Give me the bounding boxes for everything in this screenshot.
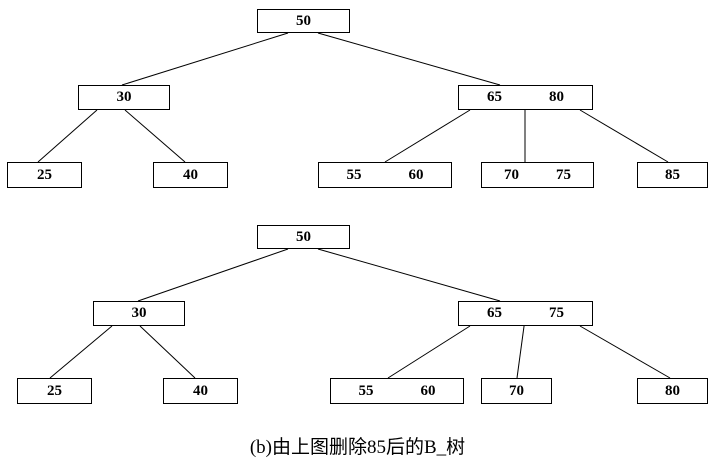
tree-node-level2-right-top: 65 80: [458, 85, 593, 110]
node-key: 70: [504, 166, 519, 183]
tree-node-root-bottom: 50: [257, 225, 350, 249]
node-key: 40: [193, 382, 208, 399]
tree-node-level2-left-bottom: 30: [93, 301, 185, 326]
node-key: 60: [408, 166, 424, 183]
tree-node-leaf-70-bottom: 70: [481, 378, 552, 404]
tree-node-leaf-55-60-top: 55 60: [318, 162, 452, 188]
node-key: 80: [665, 382, 680, 399]
node-key: 80: [549, 89, 564, 105]
node-key: 50: [296, 12, 311, 29]
node-key: 85: [665, 166, 680, 183]
tree-node-leaf-70-75-top: 70 75: [481, 162, 594, 188]
node-key: 60: [420, 382, 436, 399]
node-key: 75: [549, 305, 564, 321]
node-key: 55: [358, 382, 374, 399]
node-key: 70: [509, 382, 524, 399]
node-key: 40: [183, 166, 198, 183]
node-key: 50: [296, 228, 311, 245]
tree-node-level2-left-top: 30: [78, 85, 170, 110]
tree-node-root-top: 50: [257, 9, 350, 33]
tree-node-leaf-25-top: 25: [7, 162, 82, 188]
tree-node-leaf-80-bottom: 80: [637, 378, 708, 404]
node-key: 25: [47, 382, 62, 399]
tree-node-leaf-25-bottom: 25: [17, 378, 92, 404]
tree-node-leaf-55-60-bottom: 55 60: [330, 378, 464, 404]
tree-node-leaf-40-bottom: 40: [163, 378, 238, 404]
node-key: 30: [116, 89, 132, 105]
node-key: 75: [556, 166, 571, 183]
tree-node-level2-right-bottom: 65 75: [458, 301, 593, 326]
node-key: 65: [487, 89, 502, 105]
tree-node-leaf-40-top: 40: [153, 162, 228, 188]
node-key: 65: [487, 305, 502, 321]
tree-node-leaf-85-top: 85: [637, 162, 708, 188]
node-key: 30: [131, 305, 147, 321]
node-key: 25: [37, 166, 52, 183]
node-key: 55: [346, 166, 362, 183]
figure-caption: (b)由上图删除85后的B_树: [249, 437, 466, 458]
